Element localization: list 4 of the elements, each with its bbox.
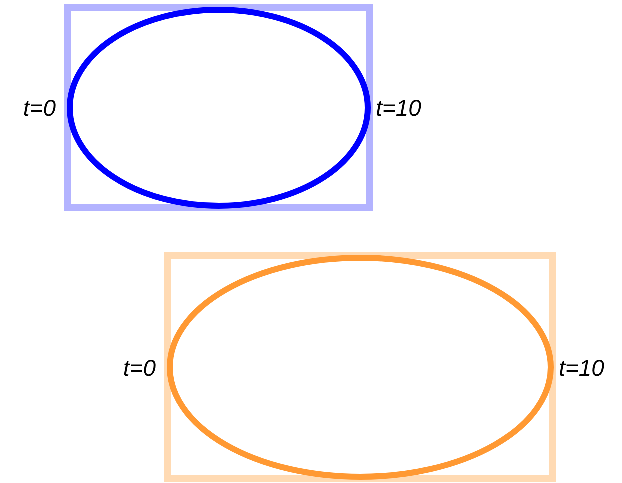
time-label: t=10 (376, 94, 422, 122)
time-label: t=0 (123, 354, 156, 382)
time-label: t=0 (23, 94, 56, 122)
time-label: t=10 (559, 354, 604, 382)
